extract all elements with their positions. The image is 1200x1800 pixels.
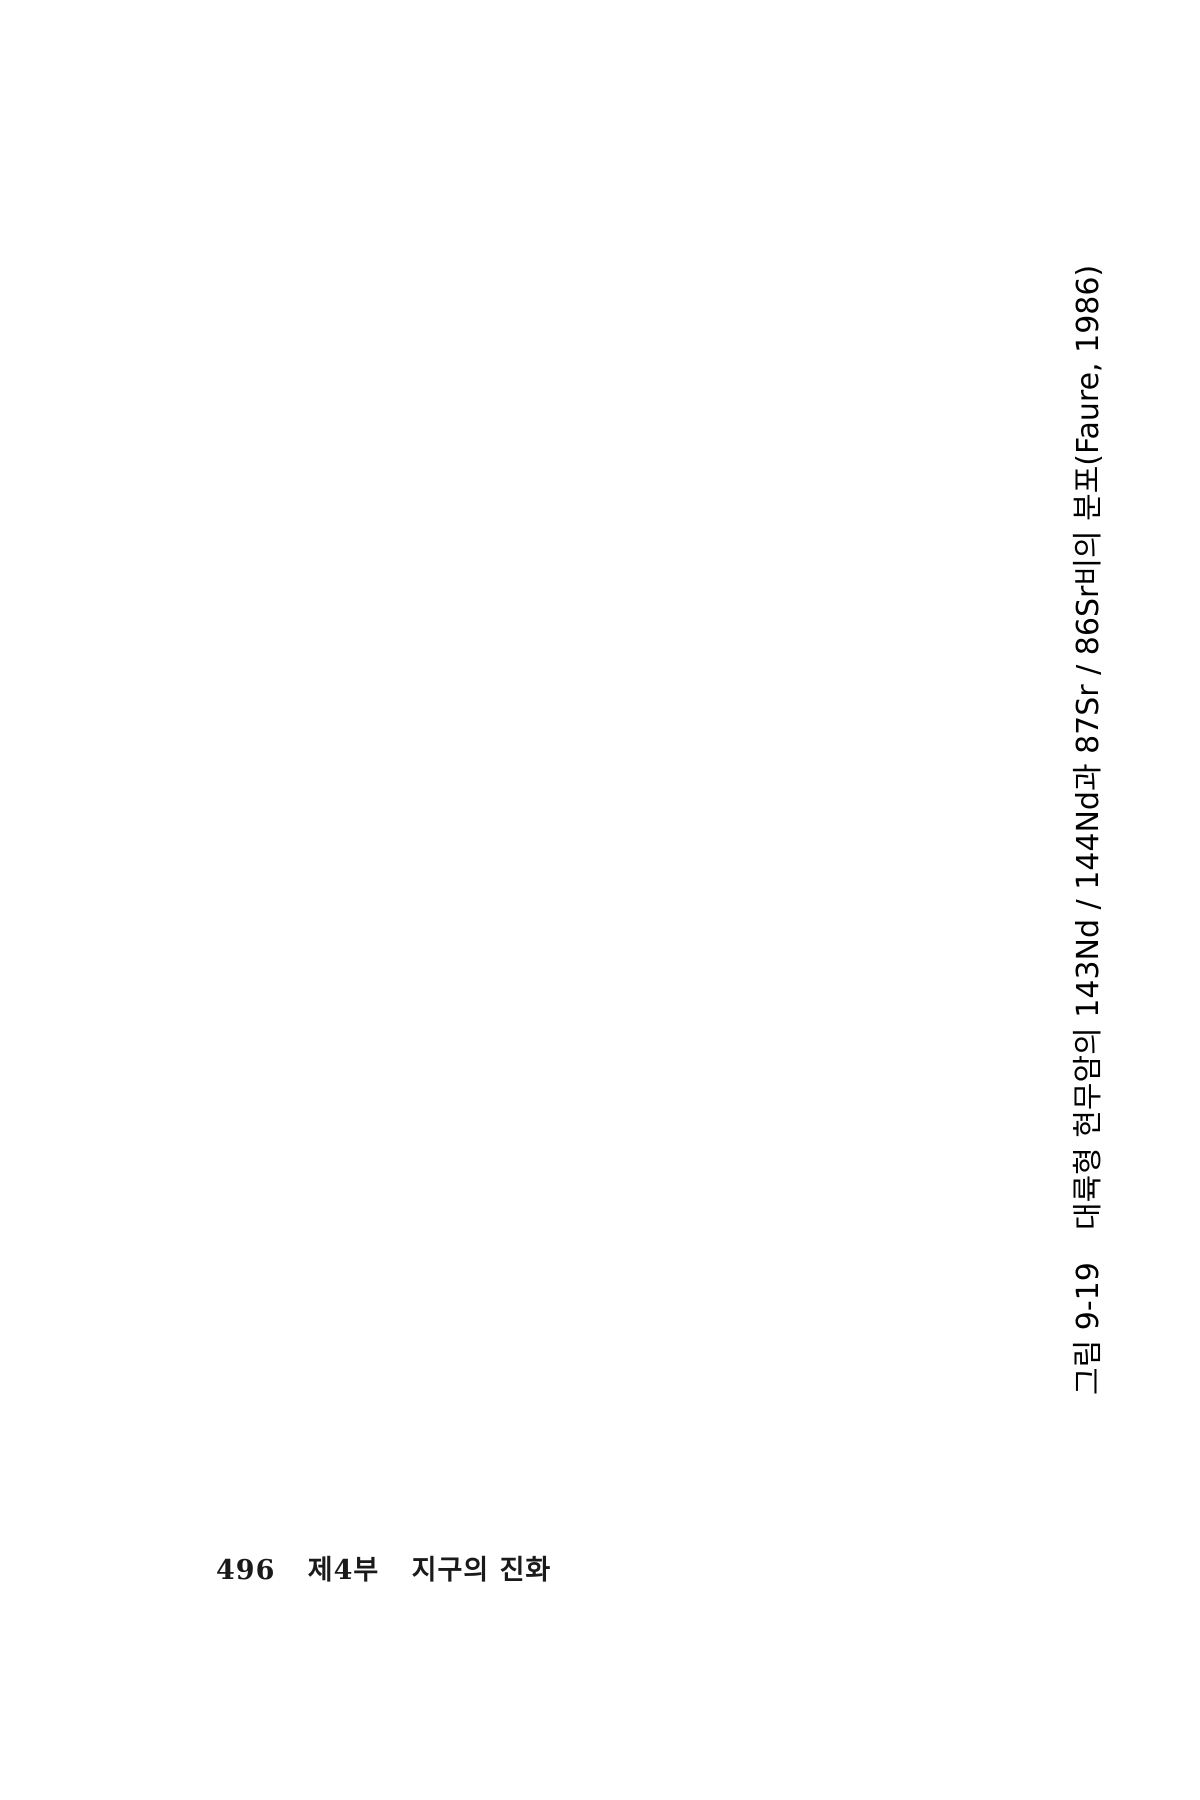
page-footer: 496 제4부 지구의 진화 — [216, 1548, 573, 1587]
caption-text: 대륙형 현무암의 143Nd / 144Nd과 87Sr / 86Sr비의 분포… — [1071, 265, 1106, 1230]
caption-label: 그림 9-19 — [1071, 1262, 1106, 1395]
chapter-title: 지구의 진화 — [411, 1555, 552, 1586]
page-number: 496 — [216, 1555, 276, 1586]
figure-caption: 그림 9-19 대륙형 현무암의 143Nd / 144Nd과 87Sr / 86… — [1071, 265, 1106, 1395]
part-label: 제4부 — [307, 1555, 380, 1586]
